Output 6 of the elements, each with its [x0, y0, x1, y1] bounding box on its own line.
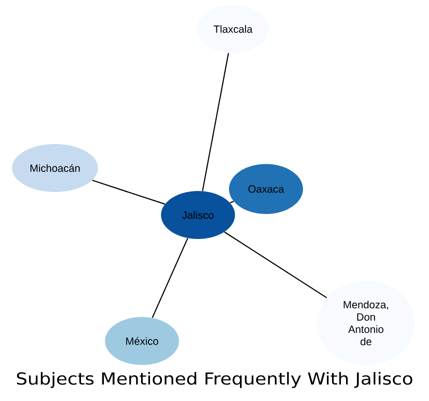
- connector-line: [202, 52, 230, 192]
- connector-line: [152, 238, 188, 318]
- connector-line: [92, 180, 165, 205]
- connector-line: [224, 232, 327, 298]
- connector-line: [230, 200, 234, 204]
- chart-title: Subjects Mentioned Frequently With Jalisco: [16, 372, 412, 388]
